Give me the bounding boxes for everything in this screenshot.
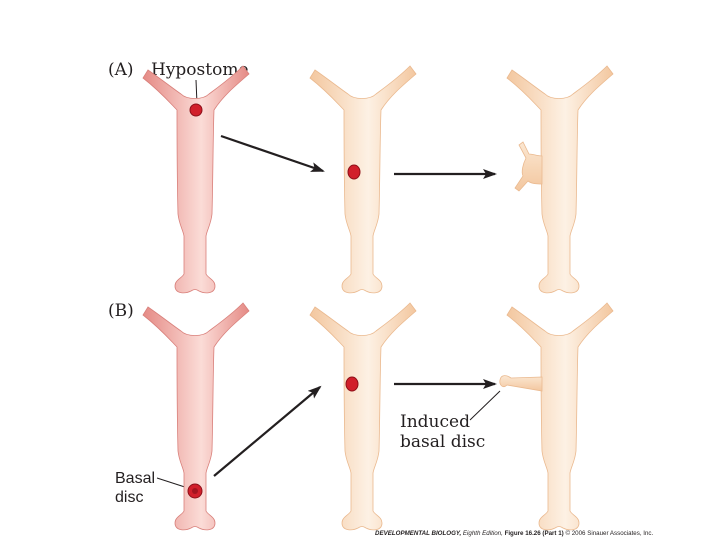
hydra-icon bbox=[142, 65, 250, 294]
host-hydra-b bbox=[309, 302, 417, 531]
arrow-icon bbox=[220, 134, 325, 173]
result-hydra-b bbox=[499, 302, 614, 531]
panel-b-tag: (B) bbox=[108, 301, 134, 321]
hydra-icon bbox=[309, 65, 417, 294]
donor-hydra-b bbox=[142, 302, 250, 531]
basal-disc-label-line2: disc bbox=[115, 489, 143, 506]
graft-tissue-icon bbox=[347, 164, 361, 180]
graft-tissue-core bbox=[192, 488, 198, 494]
host-hydra-a bbox=[309, 65, 417, 294]
caption-copyright: © 2006 Sinauer Associates, Inc. bbox=[565, 530, 653, 537]
arrow-icon bbox=[213, 385, 322, 477]
induced-label-line1: Induced bbox=[400, 412, 470, 432]
caption-book-title: DEVELOPMENTAL BIOLOGY, bbox=[375, 530, 461, 537]
caption-figure-number: Figure 16.26 (Part 1) bbox=[505, 530, 564, 537]
secondary-head-icon bbox=[514, 141, 543, 192]
hydra-icon bbox=[506, 302, 614, 531]
result-hydra-a bbox=[506, 65, 614, 294]
induced-leader-line bbox=[469, 390, 501, 421]
graft-tissue-icon bbox=[345, 376, 359, 392]
figure-caption: DEVELOPMENTAL BIOLOGY, Eighth Edition, F… bbox=[375, 530, 654, 537]
donor-hydra-a bbox=[142, 65, 250, 294]
caption-edition: Eighth Edition, bbox=[463, 530, 503, 537]
panel-a-tag: (A) bbox=[108, 60, 134, 80]
induced-label-line2: basal disc bbox=[400, 432, 485, 452]
hypostome-label: Hypostome bbox=[151, 60, 249, 80]
basal-disc-label-line1: Basal bbox=[115, 470, 155, 487]
induced-basal-disc-icon bbox=[499, 375, 543, 392]
graft-tissue-icon bbox=[189, 103, 203, 117]
